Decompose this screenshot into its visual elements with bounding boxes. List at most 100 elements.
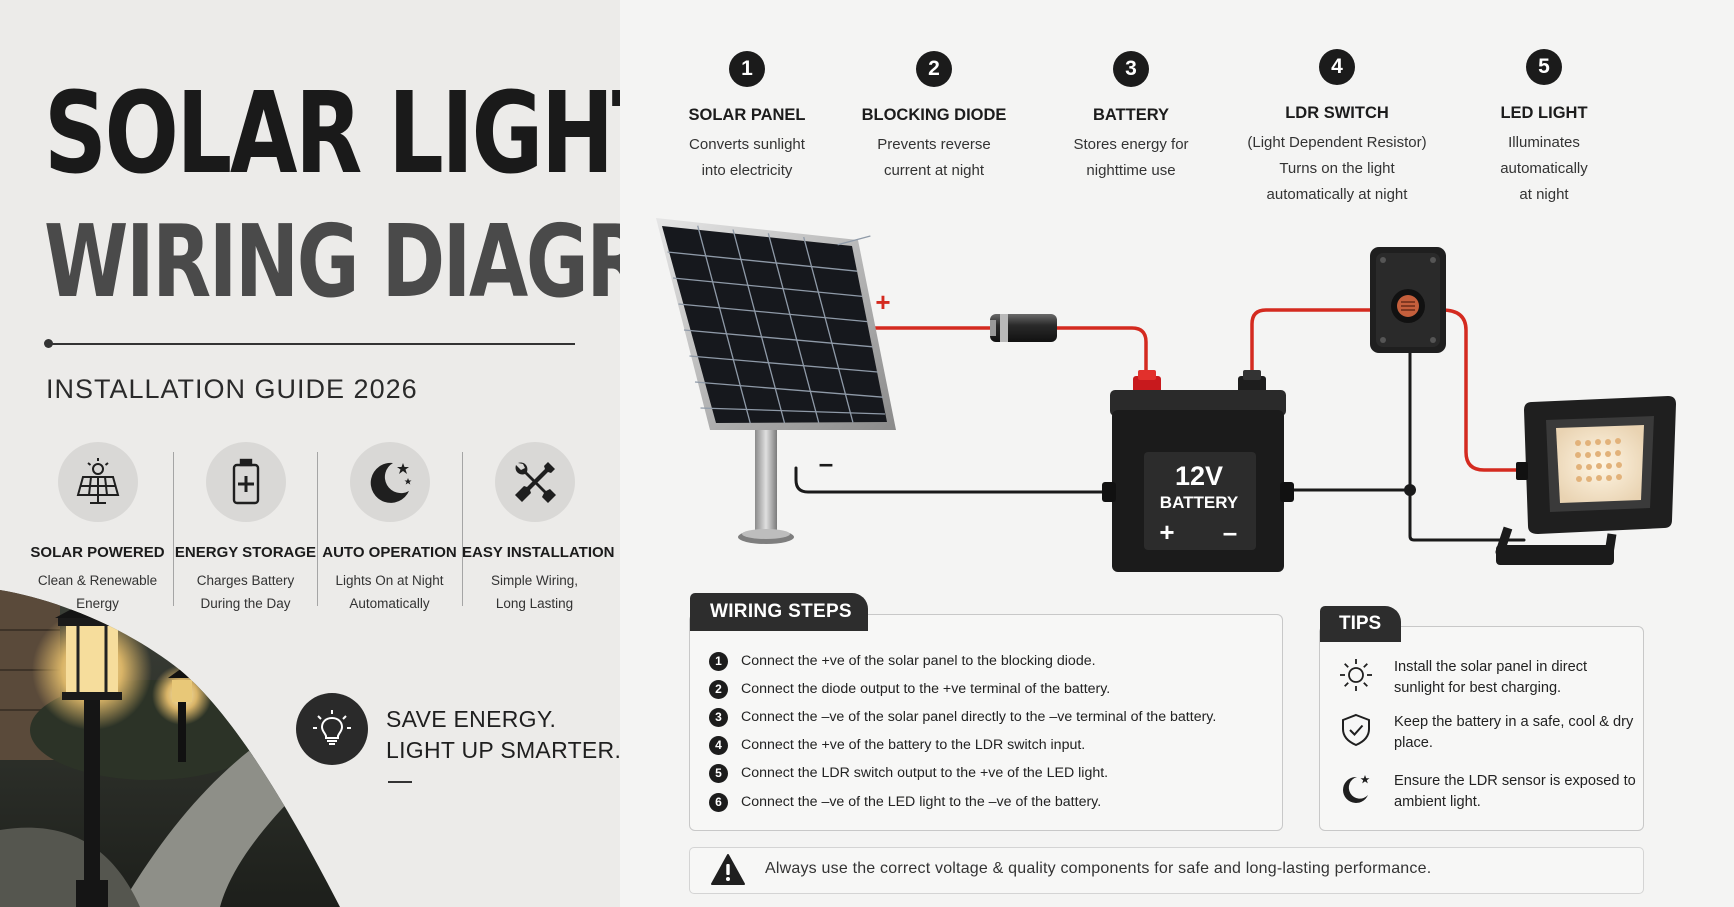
wire-ldr-to-led [1440,308,1528,472]
component-ldr-switch: 4 LDR SWITCH (Light Dependent Resistor)T… [1222,49,1452,208]
slogan-line2: LIGHT UP SMARTER. [386,737,620,763]
wire-ldr-ground [1408,351,1526,542]
wire-panel-negative [794,466,1106,494]
wire-diode-to-battery [1055,326,1148,380]
step-text: Connect the –ve of the solar panel direc… [741,709,1217,725]
garden-lamp-photo [0,590,340,907]
feature-title: ENERGY STORAGE [174,544,317,561]
ldr-switch-illustration [1370,247,1446,353]
battery-icon [205,442,286,522]
battery-voltage: 12V [1175,461,1223,491]
led-light-illustration [1495,396,1676,565]
feature-title: SOLAR POWERED [30,544,165,561]
solar-panel-illustration [656,218,896,544]
wire-battery-to-ldr [1250,308,1374,380]
wiring-step: 3 Connect the –ve of the solar panel dire… [709,706,1216,728]
title-rule [48,343,575,345]
step-number: 3 [709,707,728,727]
step-text: Connect the +ve of the battery to the LD… [741,737,1086,753]
feature-desc: Simple Wiring,Long Lasting [490,573,579,611]
shield-check-icon [1342,713,1370,747]
feature-title: AUTO OPERATION [322,544,457,561]
wiring-step: 2 Connect the diode output to the +ve ter… [709,678,1110,700]
slogan-dash [388,781,412,783]
tip-item: Install the solar panel in direct sunlig… [1338,657,1639,699]
moon-stars-icon [349,442,430,522]
lightbulb-icon [296,693,368,765]
feature-divider [173,452,174,606]
wiring-step: 4 Connect the +ve of the battery to the L… [709,734,1085,756]
battery-minus: – [1223,517,1237,547]
panel-minus-label: – [819,448,833,478]
warning-text: Always use the correct voltage & quality… [765,860,1432,877]
step-text: Connect the diode output to the +ve term… [741,681,1111,697]
component-number: 4 [1319,49,1355,85]
page-title-line2: WIRING DIAGRAM [44,203,620,320]
step-number: 1 [709,651,728,671]
tips-box [1319,626,1644,831]
tip-item: Keep the battery in a safe, cool & dry p… [1338,712,1639,754]
feature-divider [317,452,318,606]
step-number: 6 [709,792,728,812]
moon-star-icon [1343,775,1370,803]
wiring-diagram: + – 12V BATTERY + – [656,218,1676,572]
tip-text: Keep the battery in a safe, cool & dry p… [1394,714,1634,751]
sun-icon [1340,659,1372,691]
warning-icon [711,854,745,885]
step-number: 5 [709,763,728,783]
battery-plus: + [1159,517,1174,547]
step-text: Connect the +ve of the solar panel to th… [741,653,1096,669]
feature-title: EASY INSTALLATION [462,544,615,561]
component-title: BATTERY [1092,106,1170,124]
component-number: 1 [729,51,765,87]
warning-box [689,847,1644,894]
panel-plus-label: + [875,287,890,317]
step-number: 4 [709,735,728,755]
wiring-step: 5 Connect the LDR switch output to the +v… [709,762,1108,784]
step-text: Connect the –ve of the LED light to the … [741,794,1102,810]
component-title: LDR SWITCH [1285,104,1389,122]
wiring-steps-title: WIRING STEPS [690,593,868,631]
page-title-line1: SOLAR LIGHTS [44,69,620,199]
tip-text: Install the solar panel in direct sunlig… [1394,659,1588,696]
component-number: 5 [1526,49,1562,85]
left-panel: SOLAR LIGHTS WIRING DIAGRAM INSTALLATION… [0,0,620,907]
tip-text: Ensure the LDR sensor is exposed to ambi… [1394,773,1636,810]
blocking-diode-illustration [990,314,1057,342]
feature-easy-installation: EASY INSTALLATION Simple Wiring,Long Las… [462,442,615,615]
tips-title: TIPS [1320,606,1401,642]
component-number: 3 [1113,51,1149,87]
wire-junction [1404,484,1416,496]
component-title: BLOCKING DIODE [861,106,1007,124]
battery-label: BATTERY [1160,493,1239,512]
tools-icon [494,442,575,522]
component-title: LED LIGHT [1500,104,1588,122]
feature-divider [462,452,463,606]
slogan-line1: SAVE ENERGY. [386,706,557,732]
component-desc: (Light Dependent Resistor)Turns on the l… [1247,134,1427,203]
wiring-step: 6 Connect the –ve of the LED light to the… [709,791,1101,813]
wiring-step: 1 Connect the +ve of the solar panel to t… [709,650,1096,672]
component-title: SOLAR PANEL [688,106,806,124]
step-number: 2 [709,679,728,699]
step-text: Connect the LDR switch output to the +ve… [741,765,1109,781]
battery-illustration [1102,370,1294,572]
tip-item: Ensure the LDR sensor is exposed to ambi… [1338,771,1639,813]
solar-panel-icon [57,442,138,522]
component-number: 2 [916,51,952,87]
page-subtitle: INSTALLATION GUIDE 2026 [46,374,418,404]
